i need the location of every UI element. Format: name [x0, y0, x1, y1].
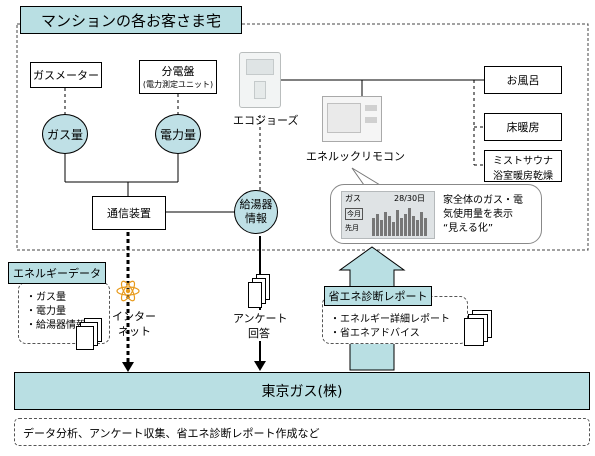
report-item-advice: ・省エネアドバイス — [330, 328, 420, 339]
internet-arrowhead — [122, 362, 134, 372]
ecojozu-vent — [254, 81, 266, 99]
bath-box: お風呂 — [484, 66, 562, 94]
heater-info-node: 給湯器 情報 — [234, 190, 278, 234]
report-document-icon — [464, 318, 484, 346]
visualization-callout: ガス 28/30日 今月 先月 家全体のガス・電 気使用量を表示 “見える化” — [330, 184, 542, 244]
gas-amount-label: ガス量 — [46, 127, 83, 142]
power-amount-node: 電力量 — [155, 114, 201, 154]
energy-data-title: エネルギーデータ — [13, 267, 101, 280]
internet-label-2: ネット — [118, 325, 151, 338]
document-icon — [76, 326, 94, 350]
ecojozu-unit-icon — [239, 52, 281, 108]
footer-box: データ分析、アンケート収集、省エネ診断レポート作成など — [14, 418, 590, 446]
floor-heating-label: 床暖房 — [506, 121, 540, 134]
screen-gas-label: ガス — [345, 194, 361, 203]
comm-device-box: 通信装置 — [92, 196, 166, 230]
tokyo-gas-label: 東京ガス(株) — [261, 384, 343, 400]
gas-amount-node: ガス量 — [42, 114, 88, 154]
survey-label-1: アンケート — [233, 310, 288, 326]
comm-device-label: 通信装置 — [107, 207, 151, 220]
callout-text-3: “見える化” — [443, 223, 494, 234]
survey-arrowhead — [254, 361, 266, 371]
remote-label: エネルックリモコン — [306, 150, 405, 163]
floor-heating-box: 床暖房 — [484, 113, 562, 141]
energy-item-heater: ・給湯器情報 — [26, 320, 86, 331]
header-title: マンションの各お客さま宅 — [40, 11, 221, 30]
callout-text-1: 家全体のガス・電 — [443, 195, 523, 206]
energy-item-power: ・電力量 — [26, 306, 66, 317]
remote-button-icon — [365, 117, 377, 123]
usage-bars — [372, 208, 427, 236]
ecojozu-label: エコジョーズ — [233, 114, 299, 127]
tokyo-gas-bar: 東京ガス(株) — [14, 372, 590, 410]
screen-this-month: 今月 — [345, 208, 363, 220]
mist-sauna-box: ミストサウナ 浴室暖房乾燥 — [484, 150, 562, 182]
report-title: 省エネ診断レポート — [328, 290, 428, 303]
report-item-detail: ・エネルギー詳細レポート — [330, 314, 450, 325]
energy-data-banner: エネルギーデータ — [8, 262, 106, 284]
gas-meter-box: ガスメーター — [30, 62, 102, 88]
panel-sublabel: (電力測定ユニット) — [142, 80, 214, 89]
survey-document-icon — [248, 282, 262, 308]
screen-date: 28/30日 — [394, 194, 426, 203]
atom-icon — [116, 280, 140, 302]
household-boundary — [16, 23, 589, 251]
distribution-panel-box: 分電盤 (電力測定ユニット) — [139, 60, 217, 94]
energy-item-gas: ・ガス量 — [26, 292, 66, 303]
heater-info-label-2: 情報 — [245, 212, 267, 225]
mist-sauna-label: ミストサウナ — [493, 156, 553, 167]
header-banner: マンションの各お客さま宅 — [20, 6, 242, 34]
ecojozu-panel — [246, 59, 274, 75]
bath-label: お風呂 — [506, 74, 540, 87]
remote-screen-icon — [327, 103, 361, 133]
gas-meter-label: ガスメーター — [33, 69, 99, 82]
heater-info-label-1: 給湯器 — [239, 198, 273, 211]
internet-label-1: インター — [112, 310, 156, 323]
screen-graph: ガス 28/30日 今月 先月 — [341, 191, 435, 239]
screen-last-month: 先月 — [345, 224, 359, 232]
report-banner: 省エネ診断レポート — [324, 286, 432, 306]
panel-label: 分電盤 — [161, 65, 195, 78]
footer-text: データ分析、アンケート収集、省エネ診断レポート作成など — [23, 427, 320, 440]
remote-button-icon — [365, 105, 377, 111]
survey-label-2: 回答 — [248, 325, 270, 341]
remote-callout-pointer — [351, 167, 382, 186]
remote-device-icon — [322, 96, 382, 142]
callout-text-2: 気使用量を表示 — [443, 209, 513, 220]
bath-dryer-label: 浴室暖房乾燥 — [493, 171, 553, 182]
power-amount-label: 電力量 — [159, 127, 196, 142]
